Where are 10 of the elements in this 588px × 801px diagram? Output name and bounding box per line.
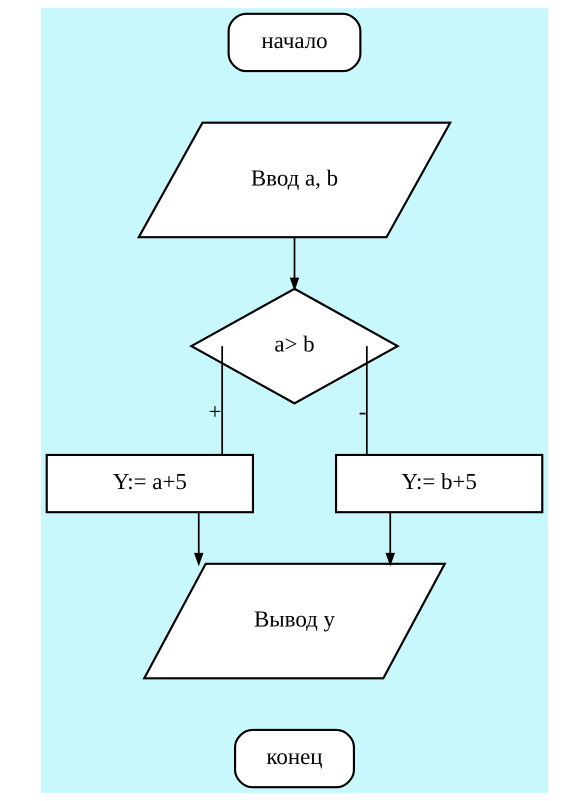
node-box: Y:= a+5 xyxy=(45,454,254,514)
node-box: конец xyxy=(234,728,354,788)
arrow xyxy=(289,238,299,292)
arrow xyxy=(385,512,394,566)
connector xyxy=(365,346,368,455)
node-box: начало xyxy=(227,12,361,72)
node-diamond: a> b xyxy=(188,288,400,405)
arrow xyxy=(194,512,203,566)
connector xyxy=(220,346,223,455)
node-box: Y:= b+5 xyxy=(334,454,543,514)
